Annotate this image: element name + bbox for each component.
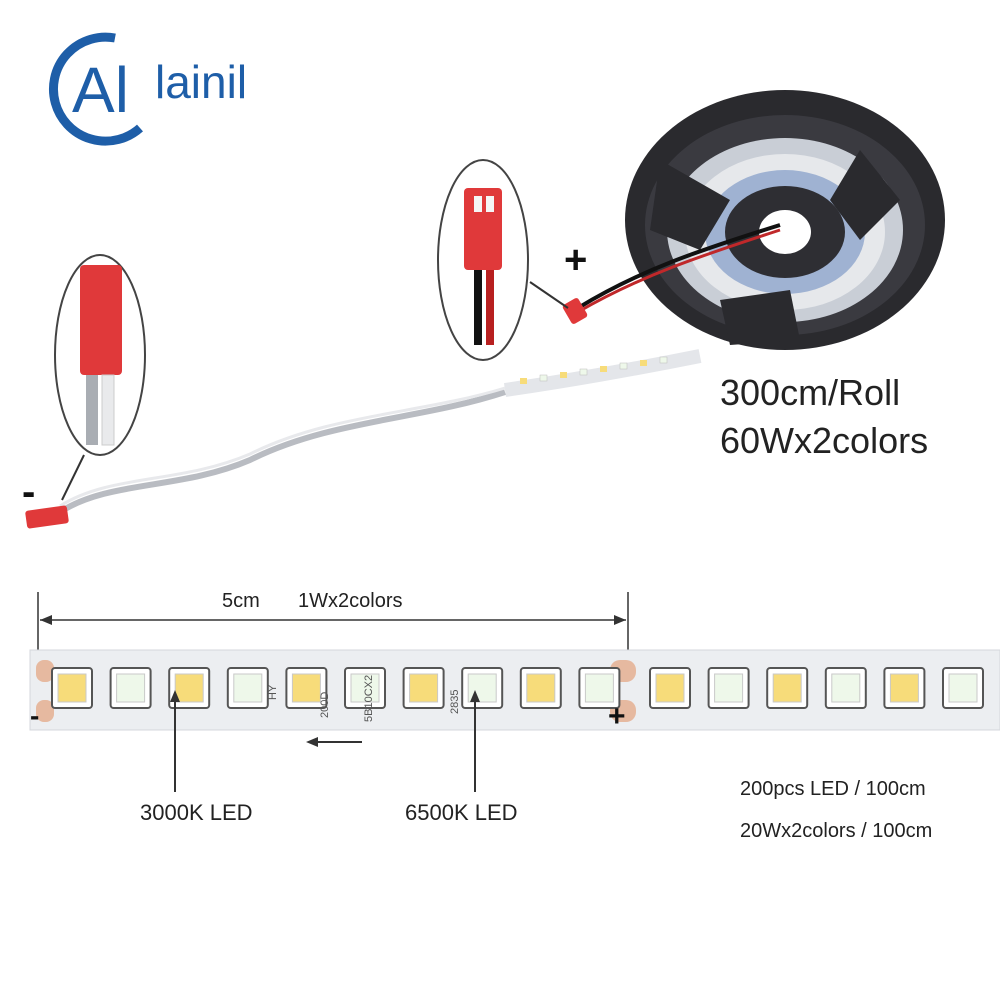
black-wire [576,223,781,310]
strip-print-a: 200D [319,692,331,718]
negative-sign: - [22,470,36,514]
warm-led [285,667,328,709]
cool-led [824,667,867,709]
cool-led [344,667,386,709]
strip-tail [503,349,702,397]
warm-led [51,667,93,709]
led-density-label: 200pcs LED / 100cm [740,778,926,800]
positive-connector [562,298,588,324]
logo-letters: Al [72,54,129,126]
cool-led [942,667,984,709]
red-wire [577,228,781,314]
zoom-negative-connector [54,254,146,501]
strip-tail-leds [520,356,668,384]
cool-led [578,667,621,709]
brand-name: lainil [155,56,248,108]
solder-pad [36,700,54,722]
cool-led-label: 6500K LED [405,800,518,825]
brand-logo-icon: Al [49,32,143,146]
strip-negative-sign: - [30,700,40,731]
led-strip: 200D 2835 5B10CX2 HY [29,649,1000,731]
cool-led [707,667,750,709]
segment-power-label: 1Wx2colors [298,590,403,612]
warm-led [883,667,926,709]
white-wire [59,386,506,508]
roll-power-label: 60Wx2colors [720,420,929,461]
strip-print-b: 2835 [449,690,461,714]
strip-print-d: HY [267,684,279,700]
warm-led [402,667,445,709]
led-reel [625,90,945,350]
cool-led [109,667,152,709]
solder-pad [36,660,54,682]
cool-led [461,667,504,709]
warm-led [168,667,211,709]
negative-connector [25,505,69,529]
zoom-positive-connector [437,159,569,361]
warm-led-label: 3000K LED [140,800,253,825]
segment-length-label: 5cm [222,590,260,612]
grey-wire [58,389,506,515]
led-row [51,667,984,709]
positive-sign: + [564,238,588,282]
strip-print-c: 5B10CX2 [363,675,375,722]
power-density-label: 20Wx2colors / 100cm [740,820,933,842]
warm-led [519,667,562,709]
cool-led [226,667,269,709]
direction-arrow-icon [306,737,362,747]
strip-positive-sign: + [608,700,626,733]
warm-led [649,667,691,709]
warm-led [766,667,809,709]
roll-length-label: 300cm/Roll [720,372,901,413]
